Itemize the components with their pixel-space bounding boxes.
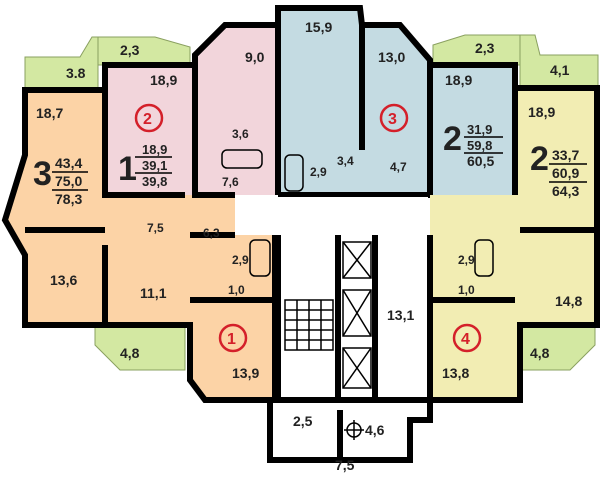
total-area-balcony: 60,5 [467, 153, 494, 169]
room-area: 1,0 [458, 283, 475, 297]
room-area: 15,9 [305, 19, 332, 35]
total-area-balcony: 39,8 [142, 174, 167, 189]
total-area-balcony: 64,3 [552, 183, 579, 199]
apartment-number: 1 [227, 331, 236, 348]
living-area: 43,4 [55, 155, 82, 171]
crosshair-icon [344, 420, 364, 440]
room-count: 1 [118, 150, 137, 188]
room-area: 13,0 [378, 49, 405, 65]
room-area: 3,4 [337, 154, 354, 168]
living-area: 33,7 [552, 147, 579, 163]
room-area: 18,7 [36, 105, 63, 121]
room-area: 13,9 [232, 365, 259, 381]
room-count: 2 [530, 140, 549, 178]
total-area-balcony: 78,3 [55, 191, 82, 207]
apartment-3-blue [278, 8, 430, 195]
room-area: 18,9 [445, 72, 472, 88]
room-count: 2 [443, 120, 462, 158]
total-area: 59,8 [467, 138, 492, 153]
apartment-marker [452, 323, 482, 353]
room-area: 7,5 [147, 221, 164, 235]
elevators [342, 241, 372, 389]
room-area: 2,9 [310, 165, 327, 179]
stairs [284, 299, 334, 351]
living-area: 31,9 [467, 122, 492, 137]
room-area: 6,3 [203, 226, 220, 240]
apartment-marker [218, 323, 248, 353]
balcony-2 [97, 36, 191, 66]
balcony-label: 4,8 [120, 345, 140, 361]
vestibule-area: 2,5 [293, 413, 313, 429]
balcony-label: 2,3 [475, 40, 495, 56]
balcony-label: 3.8 [66, 65, 86, 81]
room-area: 13,8 [442, 365, 469, 381]
room-count: 3 [33, 155, 52, 193]
balcony-1 [24, 36, 99, 91]
shaft-area: 4,6 [365, 422, 385, 438]
fixtures [221, 149, 494, 440]
room-area: 18,9 [150, 72, 177, 88]
balcony-label: 2,3 [120, 42, 140, 58]
total-area: 75,0 [55, 173, 82, 189]
room-area: 4,7 [390, 160, 407, 174]
room-area: 2,9 [458, 253, 475, 267]
room-area: 18,9 [528, 104, 555, 120]
balcony-5 [94, 324, 186, 371]
room-area: 2,9 [232, 253, 249, 267]
apartment-number: 3 [388, 111, 397, 128]
balcony-label: 4,1 [550, 62, 570, 78]
room-area: 13,6 [50, 272, 77, 288]
total-area: 60,9 [552, 165, 579, 181]
apartment-number: 4 [461, 331, 470, 348]
room-area: 3,6 [232, 127, 249, 141]
total-area: 39,1 [142, 158, 167, 173]
balcony-label: 4,8 [530, 345, 550, 361]
corridor-area: 13,1 [387, 307, 414, 323]
room-area: 9,0 [245, 49, 265, 65]
living-area: 18,9 [142, 142, 167, 157]
apartment-marker [379, 103, 409, 133]
room-area: 14,8 [555, 293, 582, 309]
walls [1, 5, 600, 463]
apartment-2-blue [430, 65, 515, 195]
room-area: 1,0 [228, 283, 245, 297]
entrance-area: 7,5 [335, 457, 355, 473]
apartment-3room-left [5, 90, 235, 325]
room-area: 11,1 [140, 285, 167, 301]
room-area: 7,6 [222, 175, 239, 189]
apartment-number: 2 [143, 111, 152, 128]
apartment-marker [134, 103, 164, 133]
